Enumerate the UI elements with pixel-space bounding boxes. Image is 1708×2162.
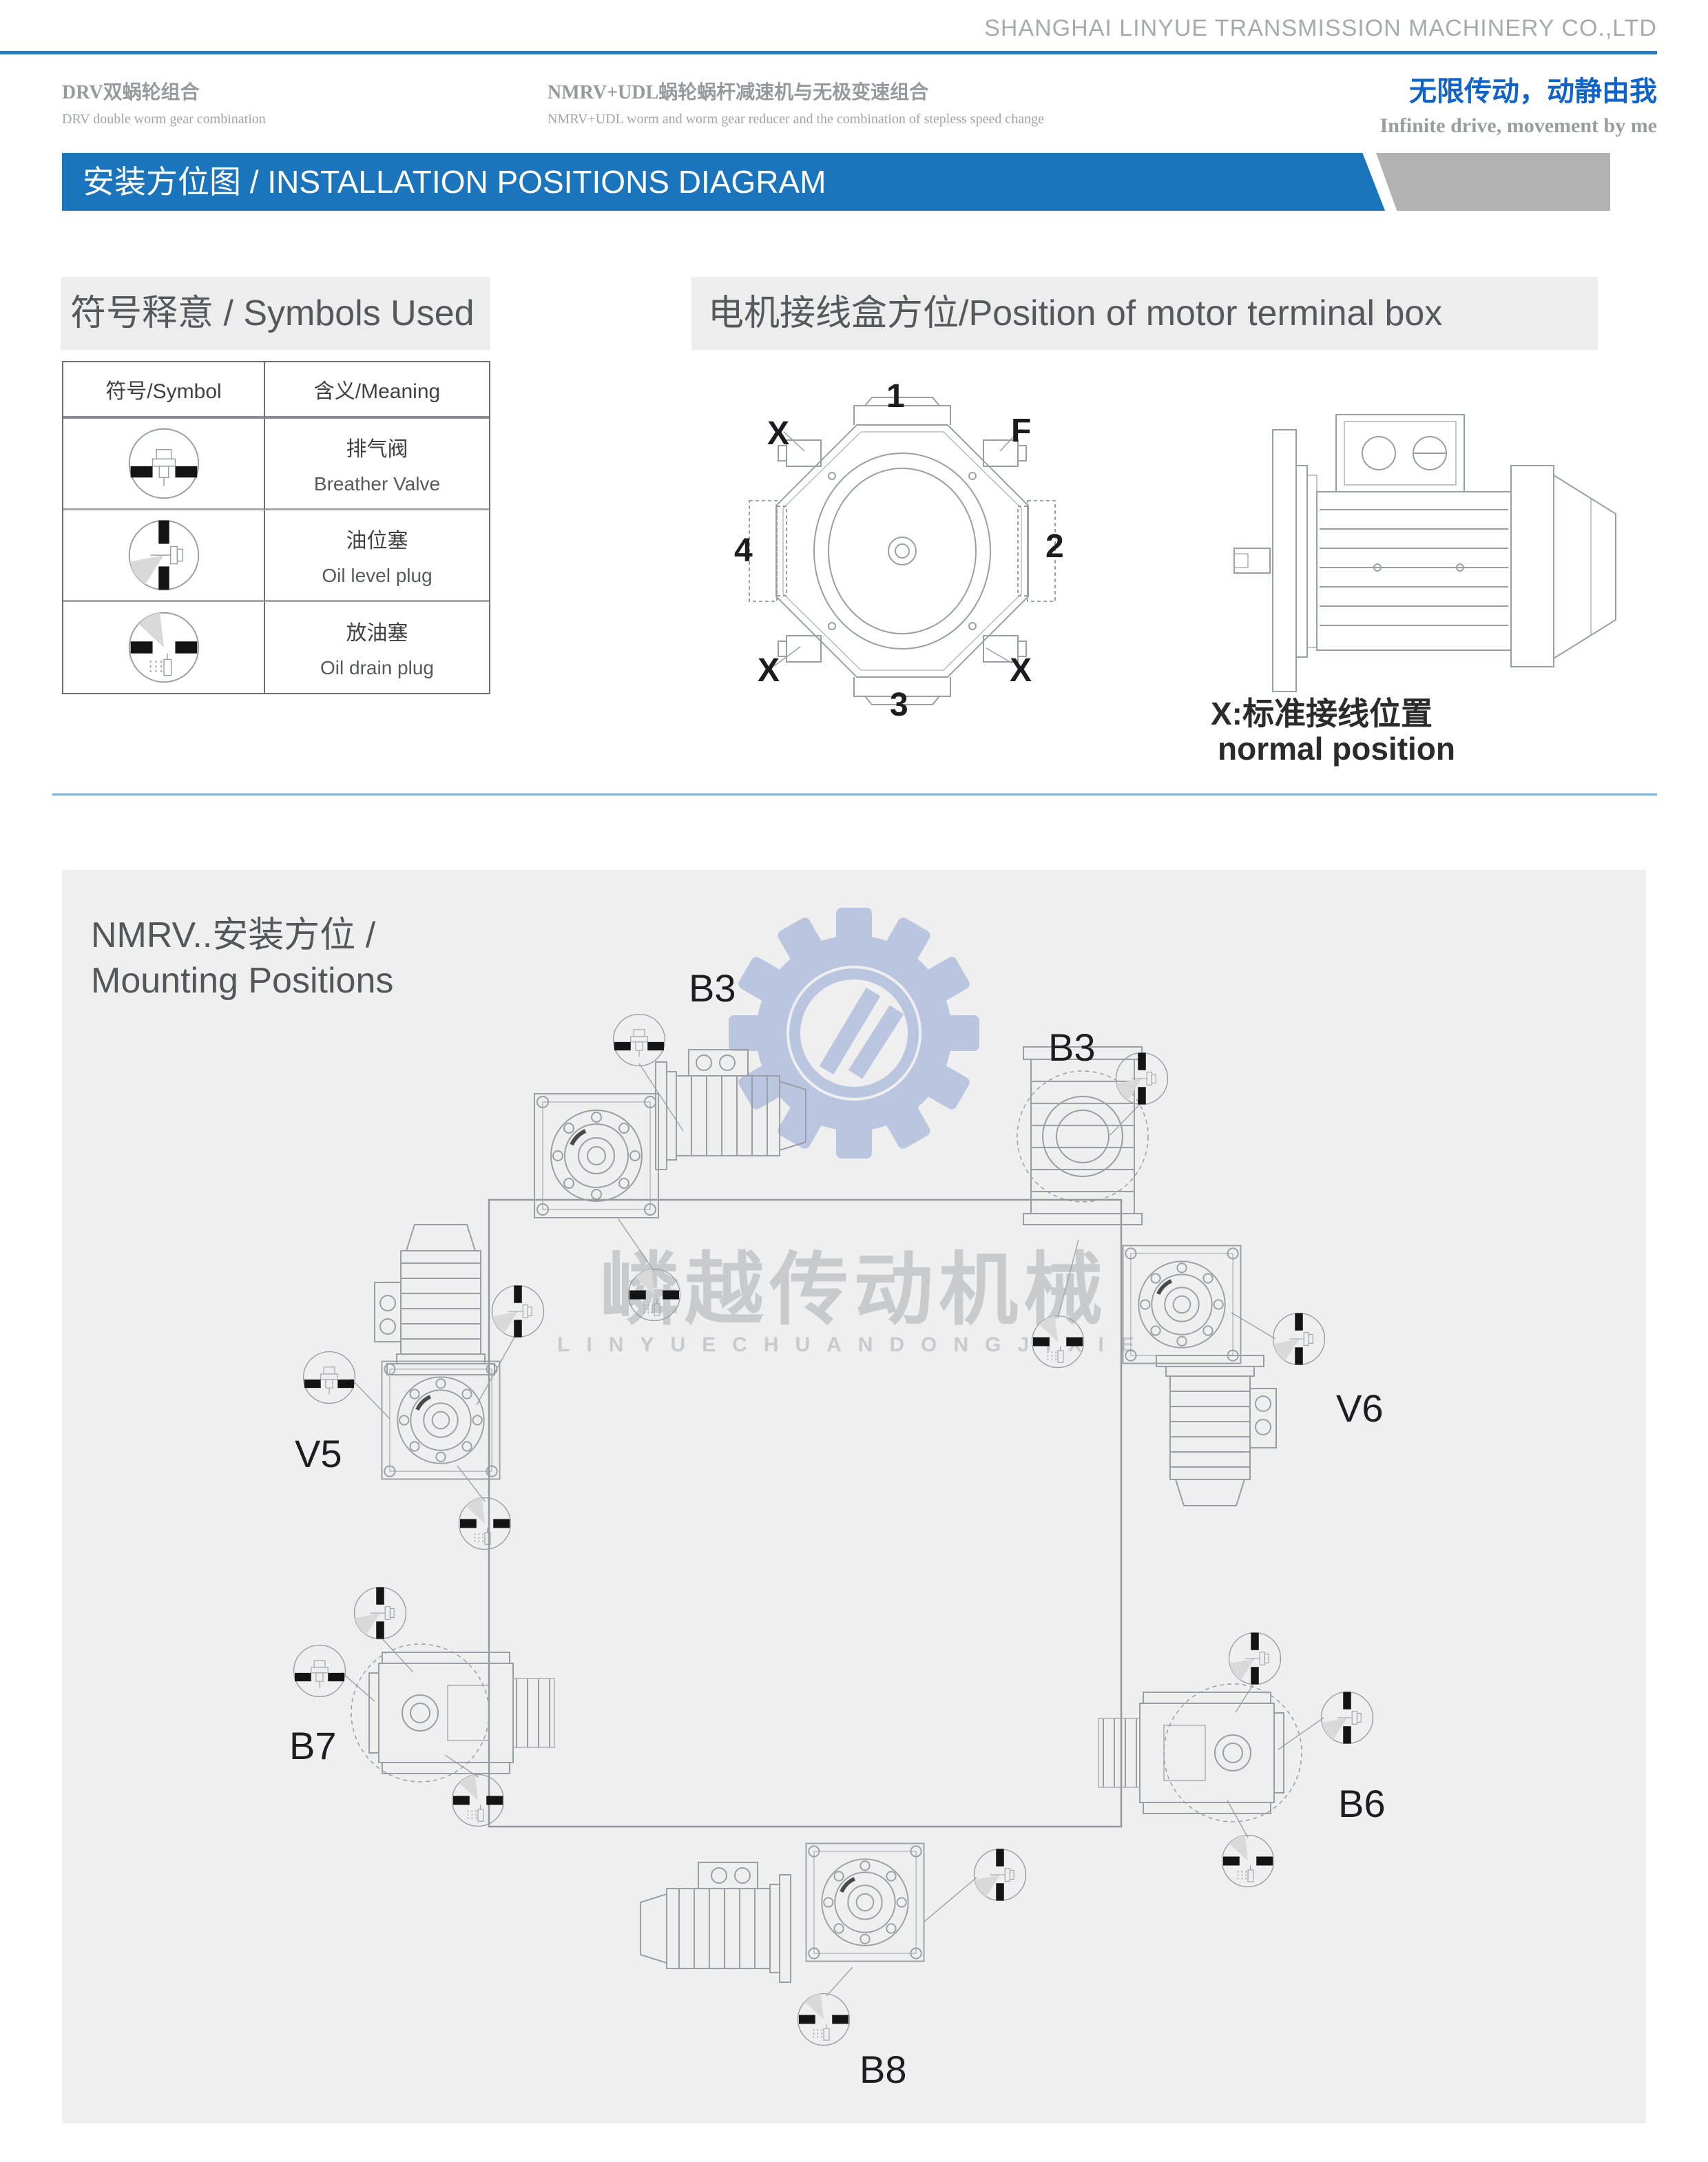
terminal-box-heading: 电机接线盒方位/Position of motor terminal box — [691, 277, 1598, 350]
meaning-en: Oil drain plug — [320, 657, 434, 678]
symbols-heading: 符号释意 / Symbols Used — [61, 277, 490, 350]
symbols-table: 符号/Symbol 含义/Meaning 排气阀 Breather Valve … — [62, 361, 490, 694]
terminal-position-3-label: 3 — [890, 687, 908, 723]
table-row-symbol-cell — [63, 602, 265, 693]
table-row-meaning-cell: 排气阀 Breather Valve — [265, 419, 489, 510]
motor-side-view-drawing — [1233, 414, 1616, 692]
product-left-en: DRV double worm gear combination — [62, 112, 266, 127]
terminal-position-x-top-left-label: X — [767, 415, 790, 452]
meaning-zh: 放油塞 — [346, 622, 408, 645]
product-left-zh: DRV双蜗轮组合 — [62, 82, 200, 103]
product-mid-zh: NMRV+UDL蜗轮蜗杆减速机与无极变速组合 — [548, 82, 929, 103]
mounting-label-b3-left: B3 — [689, 966, 736, 1010]
normal-position-note-en: normal position — [1218, 731, 1455, 767]
mounting-label-b8: B8 — [860, 2048, 907, 2091]
terminal-position-x-bottom-left-label: X — [758, 652, 780, 689]
gearbox-unit-b8 — [640, 1844, 924, 1983]
meaning-en: Oil level plug — [322, 565, 433, 586]
banner-tail-decoration — [1376, 153, 1610, 211]
breather-valve-icon — [128, 428, 199, 499]
watermark-text-en: LINYUECHUANDONGJIXIE — [557, 1333, 1151, 1356]
mounting-label-b6: B6 — [1338, 1782, 1386, 1825]
terminal-position-1-label: 1 — [886, 378, 905, 415]
symbols-table-col-meaning: 含义/Meaning — [265, 362, 489, 419]
mounting-label-v5: V5 — [295, 1432, 342, 1475]
slogan-en: Infinite drive, movement by me — [1379, 114, 1657, 137]
mounting-reference-square — [488, 1198, 1123, 1828]
slogan-zh: 无限传动，动静由我 — [1409, 76, 1657, 107]
gearbox-unit-b3-right — [1017, 1046, 1149, 1225]
product-mid: NMRV+UDL蜗轮蜗杆减速机与无极变速组合 NMRV+UDL worm and… — [548, 77, 1044, 127]
normal-position-note-zh: X:标准接线位置 — [1211, 696, 1433, 731]
oil-level-plug-icon — [128, 519, 199, 591]
mounting-label-b3-right: B3 — [1048, 1026, 1096, 1069]
motor-front-view-drawing — [749, 397, 1056, 705]
mounting-title-zh: NMRV..安装方位 / — [91, 915, 376, 955]
company-name: SHANGHAI LINYUE TRANSMISSION MACHINERY C… — [984, 15, 1657, 41]
terminal-position-4-label: 4 — [734, 532, 753, 569]
product-mid-en: NMRV+UDL worm and worm gear reducer and … — [548, 112, 1044, 127]
gearbox-unit-b6 — [1098, 1683, 1302, 1822]
header-rule — [0, 51, 1657, 54]
terminal-position-x-bottom-right-label: X — [1010, 652, 1032, 689]
plug-symbol-markers — [293, 1013, 1374, 2046]
section-divider — [52, 793, 1657, 796]
symbols-table-col-symbol: 符号/Symbol — [63, 362, 265, 419]
slogan: 无限传动，动静由我 Infinite drive, movement by me — [1380, 69, 1657, 138]
oil-drain-plug-icon — [128, 612, 199, 683]
mounting-label-b7: B7 — [289, 1724, 337, 1767]
mounting-positions-drawing: 嶙越传动机械 LINYUECHUANDONGJIXIE — [293, 908, 1374, 2046]
meaning-en: Breather Valve — [313, 473, 441, 495]
mounting-title-en: Mounting Positions — [91, 961, 394, 1001]
mounting-label-v6: V6 — [1336, 1386, 1384, 1430]
table-row-meaning-cell: 油位塞 Oil level plug — [265, 510, 489, 602]
terminal-position-2-label: 2 — [1045, 528, 1064, 565]
terminal-position-f-label: F — [1011, 413, 1032, 449]
table-row-symbol-cell — [63, 419, 265, 510]
meaning-zh: 油位塞 — [346, 530, 408, 552]
watermark-text-zh: 嶙越传动机械 — [600, 1246, 1108, 1334]
gearbox-unit-v5 — [374, 1224, 500, 1479]
watermark-gear-logo: 嶙越传动机械 LINYUECHUANDONGJIXIE — [557, 908, 1151, 1356]
product-left: DRV双蜗轮组合 DRV double worm gear combinatio… — [62, 77, 266, 127]
meaning-zh: 排气阀 — [346, 438, 408, 461]
gearbox-unit-v6 — [1123, 1246, 1277, 1506]
mounting-title: NMRV..安装方位 / Mounting Positions — [91, 913, 393, 1004]
gearbox-unit-b7 — [351, 1643, 555, 1782]
table-row-meaning-cell: 放油塞 Oil drain plug — [265, 602, 489, 693]
table-row-symbol-cell — [63, 510, 265, 602]
page-title-banner: 安装方位图 / INSTALLATION POSITIONS DIAGRAM — [62, 153, 1385, 211]
